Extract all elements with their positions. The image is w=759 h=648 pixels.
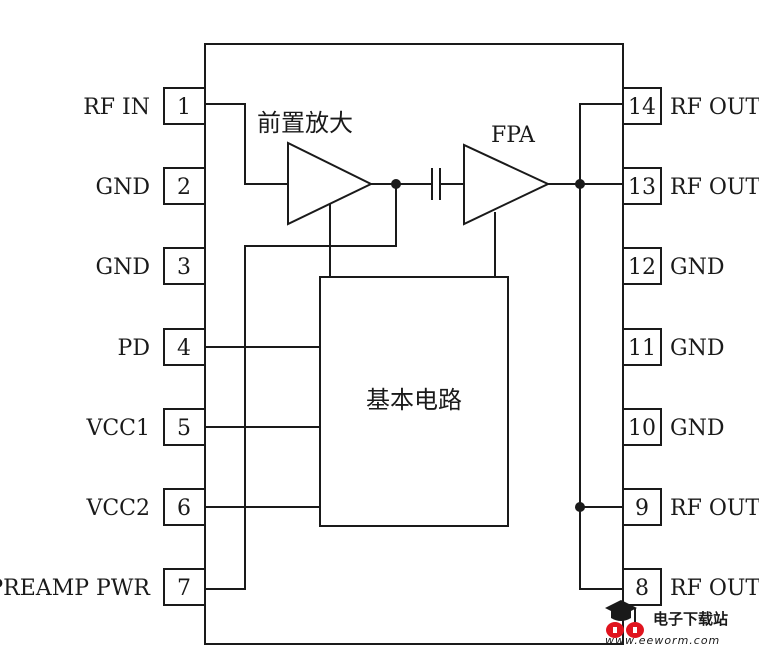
- pin-label: PREAMP PWR: [0, 576, 151, 601]
- watermark-logo: 电子下载站 www.eeworm.com: [605, 600, 728, 646]
- junction-dot: [575, 179, 585, 189]
- left-pin-7: 7 PREAMP PWR: [0, 568, 206, 606]
- pin-number: 11: [628, 336, 656, 361]
- pin-label: RF OUT: [670, 496, 759, 521]
- watermark-url: www.eeworm.com: [605, 634, 720, 646]
- left-pin-1: 1 RF IN: [83, 87, 206, 125]
- pin-box: [163, 87, 206, 125]
- node-down-wire: [205, 184, 397, 590]
- watermark-brand: 电子下载站: [653, 610, 728, 628]
- pin-number: 9: [635, 496, 649, 521]
- pin-number: 7: [177, 576, 191, 601]
- pin-label: PD: [118, 336, 150, 361]
- pin-label: GND: [96, 255, 150, 280]
- left-pin-5: 5 VCC1: [85, 408, 206, 446]
- pin-label: GND: [96, 175, 150, 200]
- left-pin-4: 4 PD: [118, 328, 206, 366]
- graduation-cap-icon: [605, 600, 637, 622]
- pin-box: [163, 328, 206, 366]
- right-pin-11: 11 GND: [622, 328, 724, 366]
- core-label: 基本电路: [366, 386, 462, 414]
- pin-label: VCC1: [85, 416, 150, 441]
- pin-box: [622, 247, 662, 285]
- pin-number: 6: [177, 496, 191, 521]
- rf-in-wire: [205, 103, 288, 185]
- right-pin-14: 14 RF OUT: [622, 87, 759, 125]
- junction-dot: [575, 502, 585, 512]
- fpa-label: FPA: [491, 123, 536, 148]
- core-block: [319, 276, 509, 527]
- left-pin-6: 6 VCC2: [85, 488, 206, 526]
- pin-label: GND: [670, 336, 724, 361]
- pin-box: [163, 488, 206, 526]
- pin-label: RF OUT: [670, 95, 759, 120]
- pin-number: 1: [177, 95, 191, 120]
- pin-number: 13: [628, 175, 656, 200]
- pin-label: GND: [670, 255, 724, 280]
- pin-box: [163, 167, 206, 205]
- pin-label: GND: [670, 416, 724, 441]
- pin-box: [622, 408, 662, 446]
- pin-number: 10: [628, 416, 656, 441]
- left-pin-3: 3 GND: [96, 247, 206, 285]
- pin-number: 3: [177, 255, 191, 280]
- right-pin-9: 9 RF OUT: [622, 488, 759, 526]
- right-pin-10: 10 GND: [622, 408, 724, 446]
- rf-out-bus: [579, 103, 623, 590]
- preamp-label: 前置放大: [257, 109, 353, 137]
- pin-box: [622, 167, 662, 205]
- pin-number: 8: [635, 576, 649, 601]
- pin-box: [163, 568, 206, 606]
- right-pin-12: 12 GND: [622, 247, 724, 285]
- pin-number: 14: [628, 95, 656, 120]
- pin-box: [163, 247, 206, 285]
- pin-box: [622, 568, 662, 606]
- pin-number: 5: [177, 416, 191, 441]
- pin-label: RF IN: [83, 95, 150, 120]
- pin-number: 2: [177, 175, 191, 200]
- pin-label: RF OUT: [670, 175, 759, 200]
- pin-label: RF OUT: [670, 576, 759, 601]
- right-pin-8: 8 RF OUT: [622, 568, 759, 606]
- pin-box: [622, 328, 662, 366]
- junction-dot: [391, 179, 401, 189]
- right-pin-13: 13 RF OUT: [622, 167, 759, 205]
- bug-icon: [606, 622, 644, 638]
- pin-number: 12: [628, 255, 656, 280]
- left-pin-2: 2 GND: [96, 167, 206, 205]
- pin-box: [622, 87, 662, 125]
- pin-label: VCC2: [85, 496, 150, 521]
- pin-number: 4: [177, 336, 191, 361]
- pin-box: [622, 488, 662, 526]
